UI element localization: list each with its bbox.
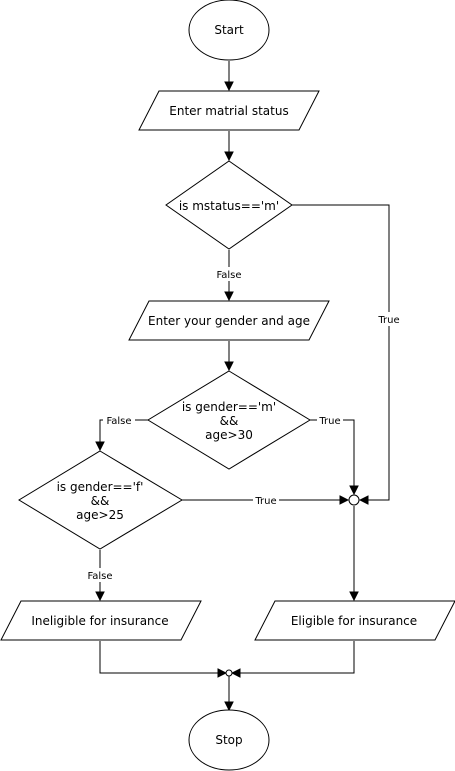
edge-label-gender-m-true: True: [318, 416, 340, 427]
gender-f-decision-line-1: is gender=='f': [57, 480, 144, 494]
edge-label-mstatus-false: False: [216, 270, 241, 281]
gender-m-decision-line-3: age>30: [205, 428, 253, 442]
edge-ineligible-to-merge: [99, 641, 226, 673]
gender-m-decision-line-1: is gender=='m': [182, 400, 276, 414]
edge-eligible-to-merge: [232, 641, 355, 673]
gender-f-decision-line-3: age>25: [76, 508, 124, 522]
gender-f-decision-line-2: &&: [91, 494, 110, 508]
start-label: Start: [214, 23, 244, 37]
mstatus-decision-label: is mstatus=='m': [179, 199, 279, 213]
edge-label-gender-f-true: True: [254, 496, 276, 507]
gender-m-decision-line-2: &&: [220, 414, 239, 428]
ineligible-output-label: Ineligible for insurance: [31, 614, 168, 628]
stop-node: [188, 709, 270, 771]
merge-junction: [225, 669, 233, 677]
start-node: [188, 0, 270, 61]
eligible-junction: [348, 494, 360, 506]
ineligible-output-node: [0, 600, 202, 641]
gender-age-input-label: Enter your gender and age: [148, 314, 310, 328]
edge-label-gender-f-false: False: [87, 571, 112, 582]
stop-label: Stop: [215, 733, 242, 747]
marital-status-input-node: [138, 90, 320, 131]
gender-f-decision-node: [18, 450, 183, 550]
marital-status-input-label: Enter matrial status: [169, 104, 288, 118]
edge-label-mstatus-true: True: [377, 315, 399, 326]
edge-gender-m-true: [310, 419, 354, 494]
gender-age-input-node: [128, 300, 330, 341]
eligible-output-label: Eligible for insurance: [291, 614, 417, 628]
gender-m-decision-node: [147, 370, 311, 470]
mstatus-decision-node: [165, 160, 293, 250]
edge-mstatus-true: [292, 204, 390, 500]
eligible-output-node: [254, 600, 455, 641]
edge-label-gender-m-false: False: [106, 416, 131, 427]
